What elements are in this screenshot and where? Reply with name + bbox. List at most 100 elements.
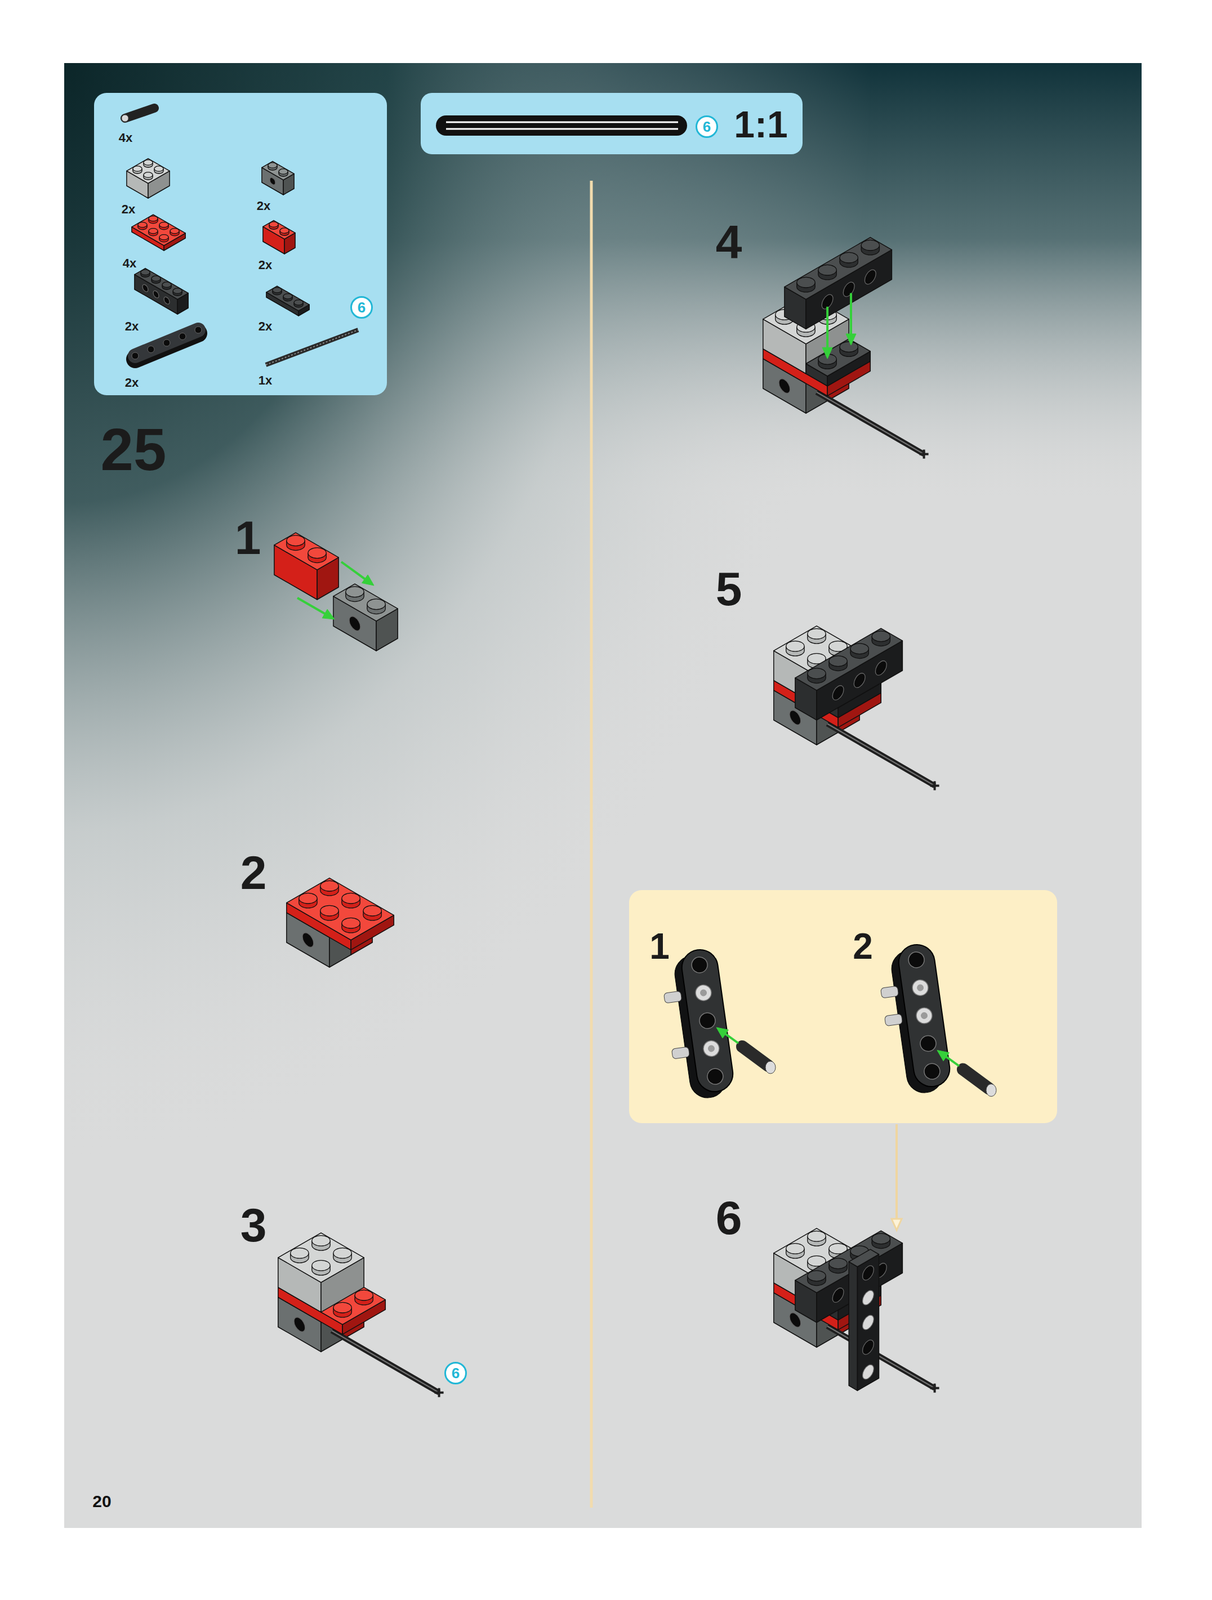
axle (827, 724, 935, 787)
axle-end (933, 781, 937, 791)
technic-hole (832, 683, 844, 703)
stud (337, 915, 364, 931)
stud (867, 629, 894, 644)
stud (857, 237, 884, 253)
axle (816, 392, 925, 455)
technic-hole (862, 1313, 875, 1333)
stud (139, 268, 153, 276)
sub-step-number: 2 (852, 928, 873, 965)
technic-hole (142, 283, 149, 293)
axle (827, 1326, 935, 1389)
pin (742, 1046, 769, 1067)
technic-hole (179, 333, 186, 341)
technic-hole (702, 1040, 721, 1059)
stud (292, 299, 306, 307)
stud (316, 878, 343, 894)
technic-hole (706, 1067, 725, 1086)
brick-face (274, 532, 339, 570)
technic-hole (789, 707, 801, 728)
stud (337, 890, 364, 906)
assembly-arrow (297, 598, 325, 614)
page-number: 20 (92, 1493, 111, 1511)
brick-face (278, 1233, 364, 1283)
stud (168, 227, 182, 235)
length-ruler (435, 115, 688, 136)
axle-end (438, 1388, 441, 1398)
part-count: 4x (122, 257, 137, 270)
technic-hole (302, 930, 314, 950)
technic-hole (843, 279, 855, 300)
technic-hole (915, 1006, 934, 1026)
pin (121, 114, 129, 122)
step-number: 2 (240, 849, 267, 897)
liftarm (658, 947, 737, 1103)
part-count: 1x (258, 374, 273, 387)
technic-hole (919, 1035, 938, 1054)
step-illustration (763, 237, 929, 460)
brick-face (131, 214, 186, 246)
brick-face (134, 268, 189, 300)
stud (867, 1231, 894, 1247)
stud (814, 262, 841, 278)
brick-face (848, 1262, 858, 1392)
stud (267, 220, 281, 229)
liftarm (896, 942, 953, 1090)
length-badge: 6 (350, 296, 373, 319)
assembly-arrow (826, 306, 829, 348)
stud (792, 274, 819, 290)
axle-end (923, 449, 926, 460)
panel-art (94, 92, 387, 396)
technic-hole (862, 1263, 875, 1283)
stud (278, 226, 292, 235)
stud (295, 890, 322, 906)
stud (281, 292, 295, 301)
brick-face (857, 1254, 879, 1392)
callout-pointer (891, 1219, 902, 1231)
length-ruler (446, 128, 679, 131)
stud (825, 1256, 851, 1272)
step-group-number: 25 (100, 420, 167, 480)
sub-step-number: 1 (649, 928, 670, 965)
pin (884, 1014, 903, 1027)
scale-panel: 61:1 (420, 92, 803, 155)
brick-face (784, 237, 893, 300)
technic-hole (194, 326, 202, 334)
axle (816, 392, 925, 455)
assembly-arrow (946, 1057, 960, 1067)
axle (265, 330, 359, 365)
stud (803, 1229, 830, 1245)
technic-hole (694, 984, 713, 1003)
technic-hole (832, 1285, 844, 1305)
assembly-arrow (725, 1034, 739, 1044)
brick-face (795, 628, 903, 691)
axle (265, 330, 359, 365)
stud (359, 903, 386, 919)
assembly-arrow (322, 609, 335, 620)
stud (136, 221, 150, 229)
page-ground (64, 63, 1142, 1529)
part-count: 2x (125, 320, 139, 333)
brick-face (286, 878, 395, 941)
technic-hole (862, 1338, 875, 1358)
scale-label: 1:1 (733, 105, 788, 144)
panel-art (435, 115, 688, 136)
stud (825, 653, 851, 669)
stud (286, 1246, 313, 1261)
pin (880, 986, 899, 999)
assembly-arrow (845, 333, 857, 346)
technic-hole (163, 339, 171, 347)
axle-end (933, 1384, 937, 1394)
assembly-arrow (716, 1027, 729, 1039)
stud (803, 666, 830, 681)
stud (308, 1233, 334, 1249)
stud (308, 1258, 334, 1274)
step-illustration (286, 878, 395, 968)
technic-hole (864, 267, 876, 287)
column-divider (590, 180, 594, 1509)
assembly-arrow (822, 347, 833, 359)
pin (707, 1045, 716, 1054)
length-badge: 6 (444, 1362, 467, 1385)
pin (125, 108, 155, 119)
pin (986, 1084, 997, 1098)
